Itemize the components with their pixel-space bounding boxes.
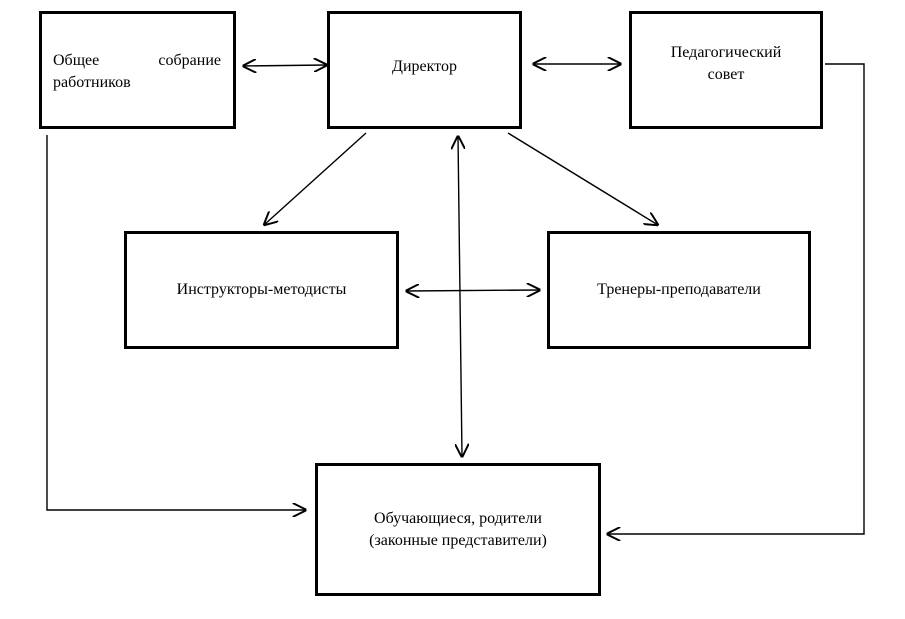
node-instructors-label: Инструкторы-методисты [176,281,347,298]
node-general-meeting: Общее собрание работников [39,11,236,129]
node-students-line1: Обучающиеся, родители [374,509,542,527]
edge-council-students [607,63,865,534]
edge-general-director [243,65,327,66]
node-trainers-label: Тренеры-преподаватели [597,281,761,298]
node-general-meeting-word2: собрание [158,52,221,69]
node-council-line2: совет [707,66,745,83]
edge-director-trainers [507,132,658,225]
node-council-line1: Педагогический [670,44,782,61]
node-director-label: Директор [392,58,457,75]
node-students: Обучающиеся, родители (законные представ… [315,463,601,596]
edge-director-instructors [264,132,367,225]
edge-director-students [458,136,462,457]
node-general-meeting-line2: работников [53,74,131,91]
node-director: Директор [327,11,522,129]
node-students-line2: (законные представители) [369,531,547,549]
node-general-meeting-word1: Общее [53,52,100,69]
edge-instructors-trainers [406,290,540,291]
node-trainers: Тренеры-преподаватели [547,231,811,349]
edge-general-students [46,135,306,510]
node-pedagogical-council: Педагогический совет [629,11,823,129]
node-instructors: Инструкторы-методисты [124,231,399,349]
